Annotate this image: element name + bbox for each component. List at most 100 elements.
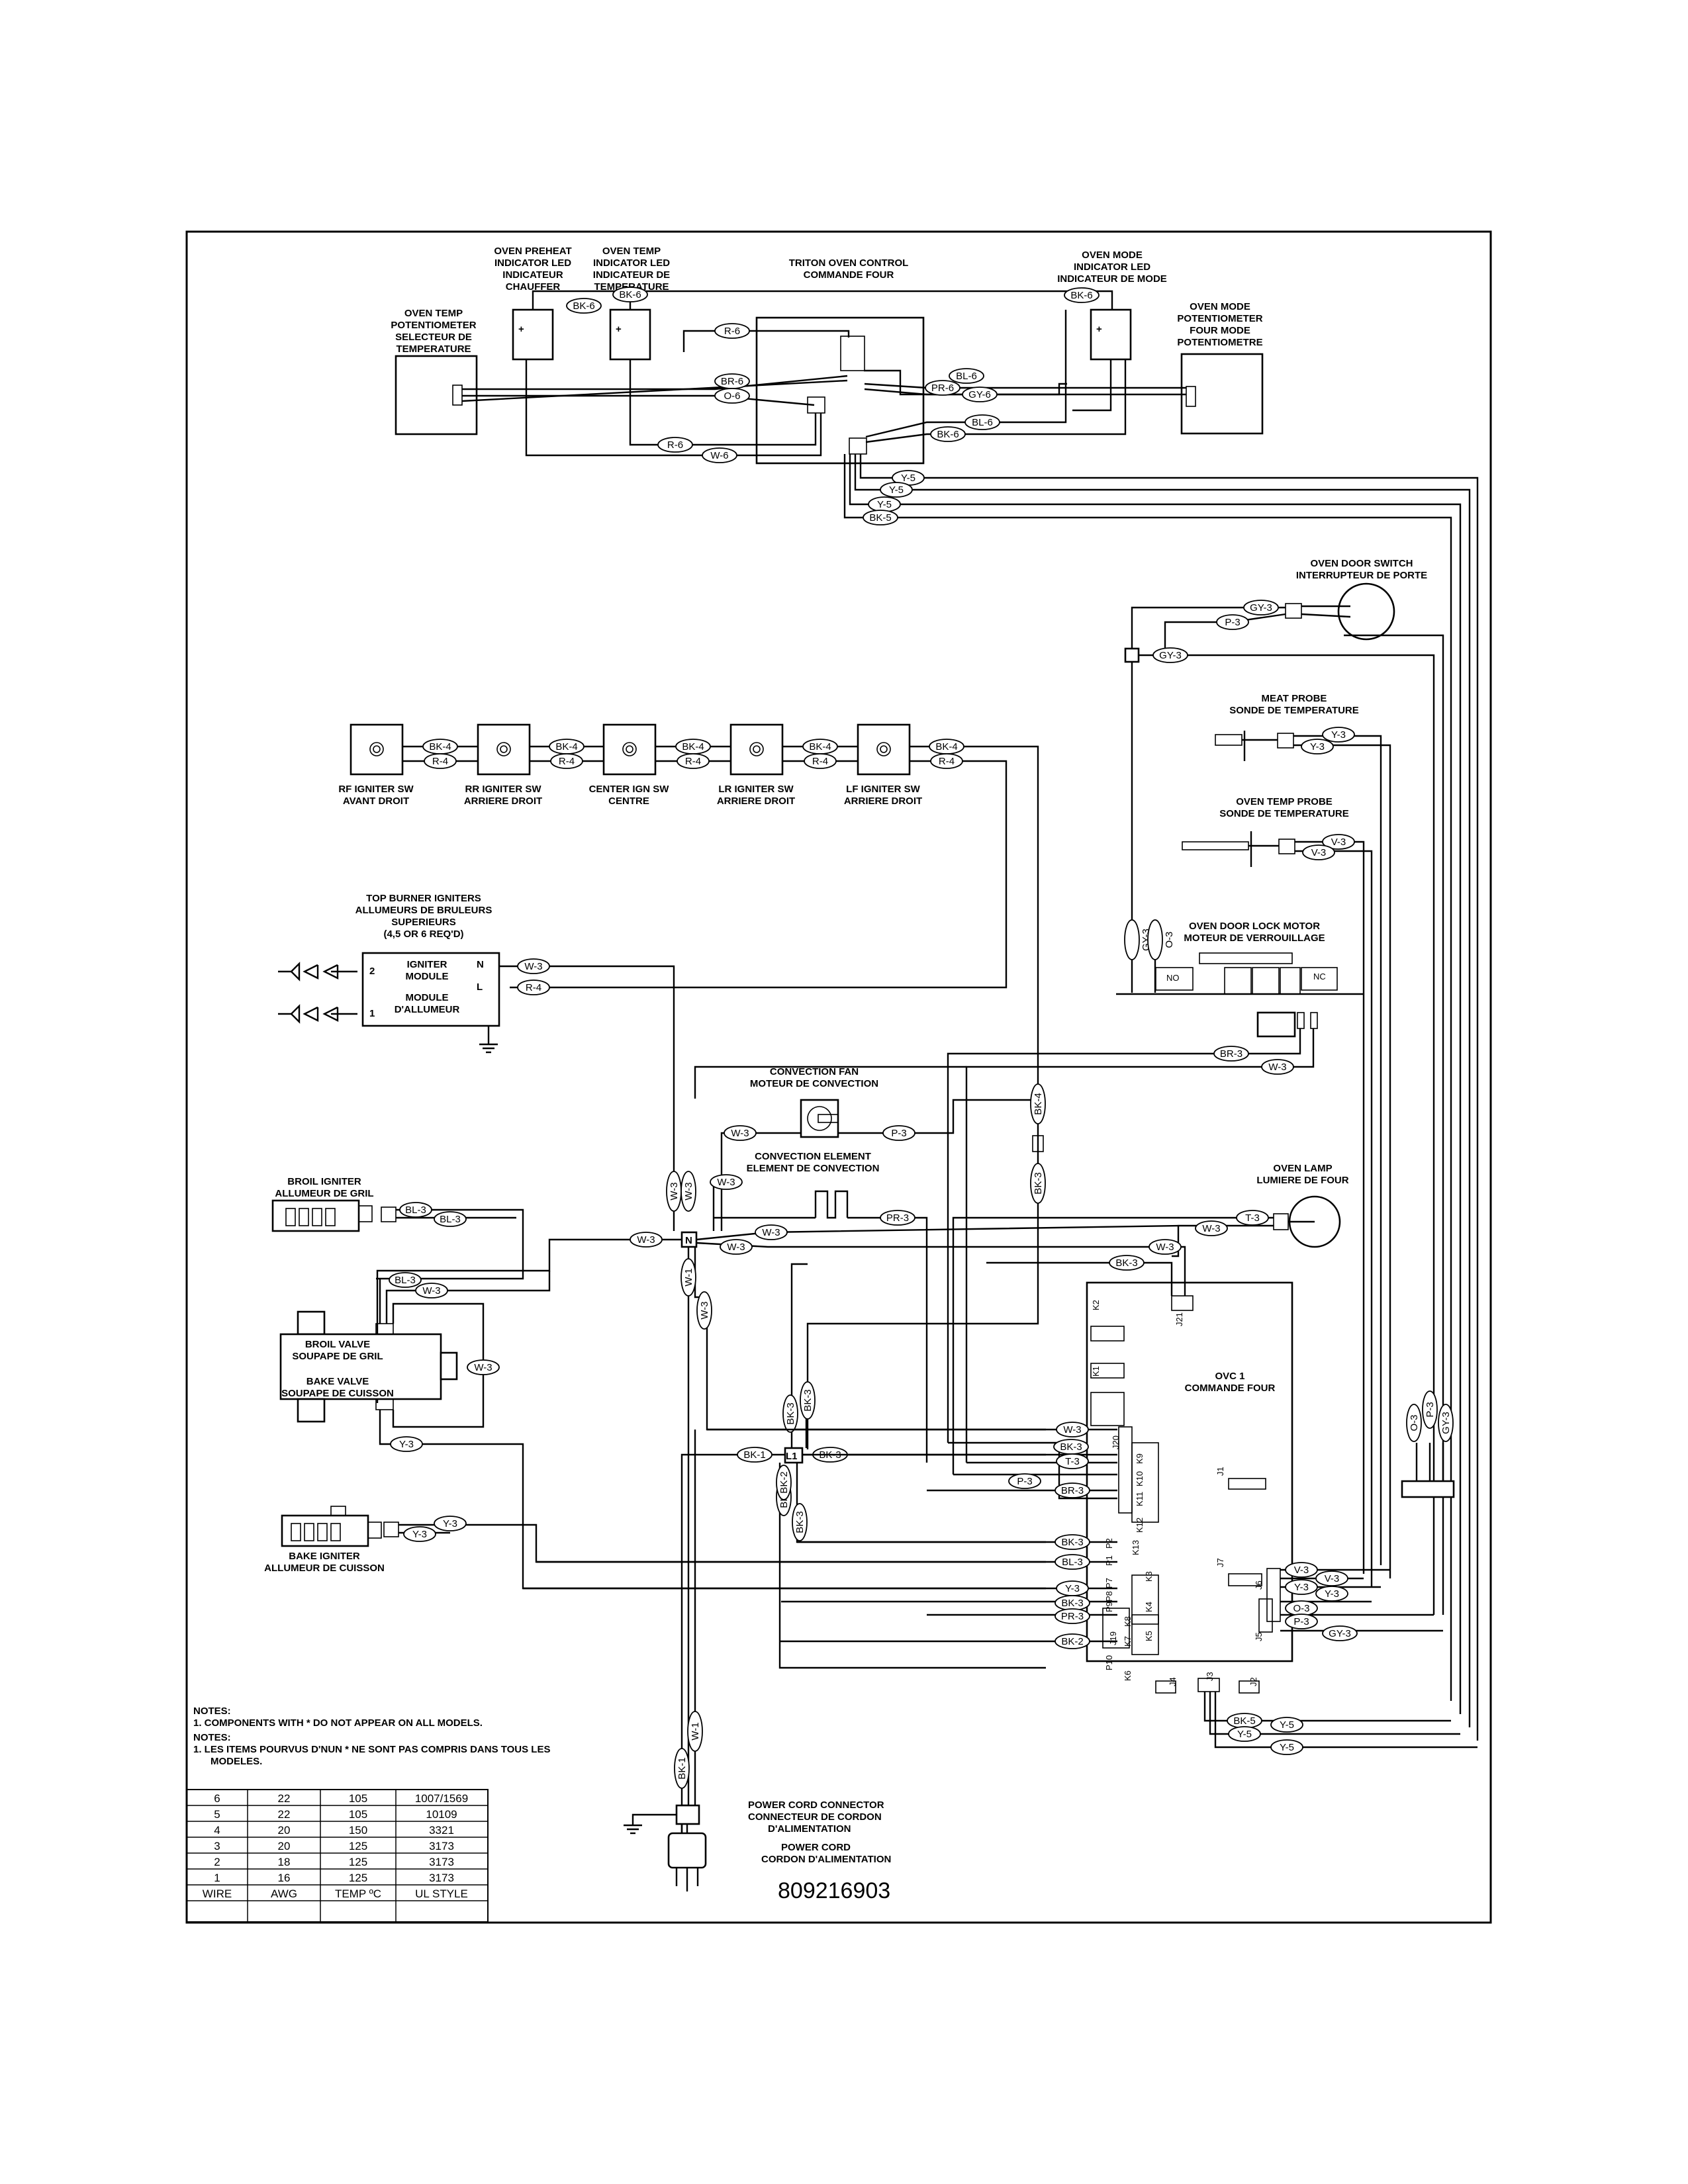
svg-text:20: 20 [278,1824,291,1837]
svg-text:MEAT PROBE: MEAT PROBE [1262,693,1327,704]
svg-text:CENTER IGN SW: CENTER IGN SW [589,784,670,795]
svg-text:T-3: T-3 [1065,1456,1080,1467]
svg-text:105: 105 [349,1808,367,1821]
svg-text:R-4: R-4 [526,982,541,993]
svg-text:W-3: W-3 [524,961,542,972]
svg-text:J5: J5 [1254,1632,1264,1641]
svg-text:BR-3: BR-3 [1061,1485,1084,1496]
top-wiring [461,290,1479,1741]
svg-text:J3: J3 [1205,1672,1215,1681]
svg-text:GY-6: GY-6 [968,389,991,400]
svg-text:OVEN TEMP: OVEN TEMP [602,246,661,257]
svg-text:K11: K11 [1135,1492,1145,1506]
oven-mode-potentiometer: OVEN MODE POTENTIOMETER FOUR MODE POTENT… [1177,301,1264,435]
svg-text:BK-5: BK-5 [1233,1715,1255,1727]
svg-text:BK-5: BK-5 [869,512,891,523]
svg-text:V-3: V-3 [1311,847,1327,858]
svg-text:WIRE: WIRE [203,1888,232,1900]
svg-text:K9: K9 [1135,1453,1145,1464]
svg-text:T-3: T-3 [1245,1212,1260,1224]
svg-text:105: 105 [349,1792,367,1805]
svg-text:POWER CORD CONNECTOR: POWER CORD CONNECTOR [748,1799,884,1811]
svg-text:BK-1: BK-1 [677,1757,688,1779]
svg-text:BK-6: BK-6 [619,289,641,300]
svg-text:POTENTIOMETRE: POTENTIOMETRE [1177,337,1262,348]
svg-text:Y-5: Y-5 [901,473,915,484]
svg-text:GY-3: GY-3 [1159,650,1182,661]
svg-text:Y-3: Y-3 [399,1439,414,1450]
part-number: 809216903 [778,1878,890,1903]
svg-text:K6: K6 [1123,1670,1133,1681]
svg-text:1: 1 [369,1008,375,1019]
svg-text:INTERRUPTEUR DE PORTE: INTERRUPTEUR DE PORTE [1296,570,1427,581]
svg-text:MOTEUR DE CONVECTION: MOTEUR DE CONVECTION [750,1078,878,1089]
svg-text:J4: J4 [1168,1677,1178,1686]
svg-text:BK-6: BK-6 [937,429,959,440]
svg-text:Y-3: Y-3 [1294,1582,1309,1593]
svg-text:K2: K2 [1091,1300,1101,1310]
svg-text:O-3: O-3 [1409,1414,1420,1431]
svg-text:R-4: R-4 [812,756,828,767]
svg-text:COMMANDE FOUR: COMMANDE FOUR [804,269,894,281]
svg-text:3173: 3173 [429,1872,454,1884]
svg-text:2: 2 [214,1856,220,1868]
svg-text:150: 150 [349,1824,367,1837]
svg-text:K1: K1 [1091,1366,1101,1377]
svg-text:3321: 3321 [429,1824,454,1837]
svg-text:BL-6: BL-6 [972,417,993,428]
svg-text:INDICATOR LED: INDICATOR LED [494,257,571,269]
svg-text:W-3: W-3 [699,1301,710,1319]
svg-text:1: 1 [214,1872,220,1884]
svg-text:6: 6 [214,1792,220,1805]
svg-text:W-3: W-3 [683,1182,694,1200]
svg-text:ALLUMEUR DE CUISSON: ALLUMEUR DE CUISSON [264,1563,385,1574]
svg-text:125: 125 [349,1872,367,1884]
svg-text:POWER CORD: POWER CORD [781,1842,851,1853]
top-wire-labels: BK-6 BK-6 R-6 BR-6 O-6 R-6 W-6 PR-6 BL-6… [566,287,1100,525]
meat-probe: MEAT PROBE SONDE DE TEMPERATURE Y-3 Y-3 [1215,693,1391,1578]
svg-text:TRITON OVEN CONTROL: TRITON OVEN CONTROL [789,257,909,269]
svg-text:W-3: W-3 [1202,1223,1220,1234]
svg-text:BK-3: BK-3 [1060,1441,1082,1453]
svg-text:22: 22 [278,1808,291,1821]
svg-text:PR-3: PR-3 [1061,1611,1084,1622]
svg-text:ARRIERE DROIT: ARRIERE DROIT [464,796,542,807]
svg-text:COMMANDE FOUR: COMMANDE FOUR [1185,1383,1276,1394]
svg-text:L1: L1 [786,1451,798,1462]
svg-text:W-3: W-3 [1156,1242,1174,1253]
svg-text:OVC 1: OVC 1 [1215,1371,1244,1382]
svg-text:Y-5: Y-5 [1280,1742,1294,1753]
svg-text:INDICATEUR DE MODE: INDICATEUR DE MODE [1057,273,1167,285]
convection-element: CONVECTION ELEMENT ELEMENT DE CONVECTION… [710,1151,928,1463]
svg-text:BK-3: BK-3 [802,1389,814,1411]
svg-text:P1: P1 [1104,1555,1114,1566]
svg-text:W-3: W-3 [669,1182,680,1200]
ovc-control-board: OVC 1 COMMANDE FOUR [1086,1281,1293,1694]
svg-text:BAKE IGNITER: BAKE IGNITER [289,1551,360,1562]
triton-oven-control: TRITON OVEN CONTROL COMMANDE FOUR [755,257,925,465]
svg-text:GY-3: GY-3 [1440,1412,1452,1434]
svg-text:P2: P2 [1104,1538,1114,1549]
svg-text:SELECTEUR DE: SELECTEUR DE [395,332,472,343]
svg-text:125: 125 [349,1840,367,1852]
oven-temp-led: OVEN TEMP INDICATOR LED INDICATEUR DE TE… [593,246,670,361]
svg-text:Y-3: Y-3 [412,1529,427,1540]
svg-text:W-3: W-3 [1063,1424,1081,1435]
svg-text:MOTEUR DE VERROUILLAGE: MOTEUR DE VERROUILLAGE [1184,933,1325,944]
svg-text:BK-4: BK-4 [809,741,831,752]
ovc-relay-labels: K2 K1 K9 K10 K11 K12 K13 K3 K4 K5 K8 K7 … [1091,1300,1154,1681]
ovc-connector-labels: J21 J20 J1 J7 J6 J5 J19 J4 J3 J2 P2 P1 P… [1104,1312,1264,1686]
svg-text:GY-3: GY-3 [1329,1628,1351,1639]
svg-text:OVEN TEMP PROBE: OVEN TEMP PROBE [1236,796,1333,807]
svg-text:INDICATOR LED: INDICATOR LED [1074,261,1150,273]
svg-text:W-1: W-1 [690,1722,701,1740]
svg-text:K4: K4 [1144,1602,1154,1612]
svg-text:125: 125 [349,1856,367,1868]
svg-text:BL-3: BL-3 [1062,1557,1083,1568]
svg-text:BROIL IGNITER: BROIL IGNITER [287,1176,361,1187]
oven-temp-potentiometer: OVEN TEMP POTENTIOMETER SELECTEUR DE TEM… [391,308,478,435]
svg-text:POTENTIOMETER: POTENTIOMETER [391,320,476,331]
svg-text:BR-3: BR-3 [1220,1048,1243,1060]
svg-text:NOTES:: NOTES: [193,1706,231,1717]
svg-text:+: + [518,324,524,335]
